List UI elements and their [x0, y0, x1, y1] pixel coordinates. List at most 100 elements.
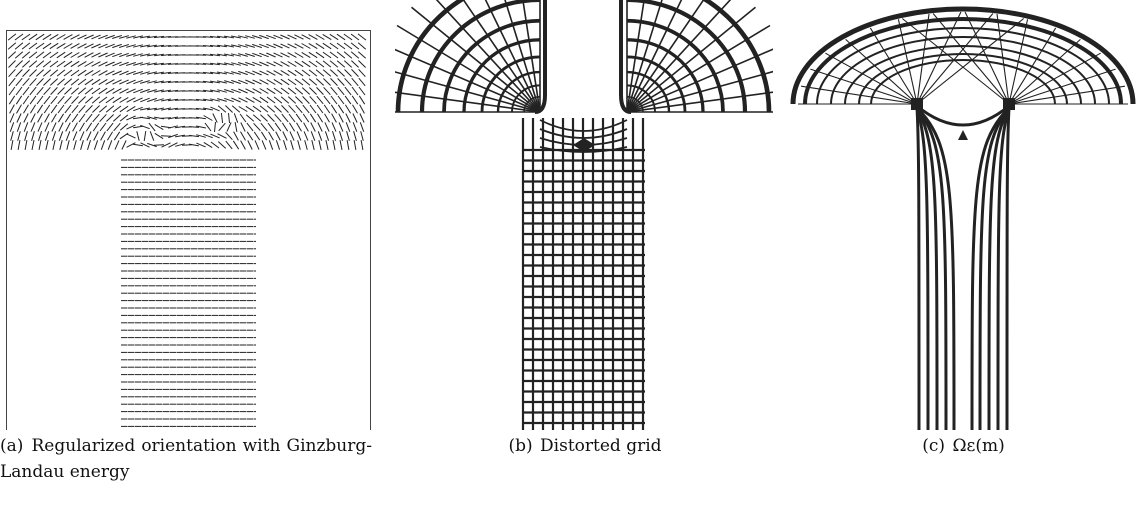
orientation-glyph [28, 33, 38, 41]
cap-ray [916, 11, 962, 105]
orientation-glyph [64, 87, 72, 95]
orientation-glyph [63, 34, 73, 40]
orientation-glyph [280, 69, 290, 77]
orientation-glyph [231, 88, 241, 94]
orientation-glyph [85, 122, 93, 132]
orientation-glyph [147, 89, 157, 93]
grid-arc [462, 38, 541, 113]
orientation-glyph [9, 113, 15, 123]
orientation-glyph [140, 44, 150, 48]
cap-ray [1008, 85, 1125, 105]
orientation-glyph [358, 68, 366, 78]
stem-line [996, 107, 1011, 430]
orientation-glyph [136, 131, 140, 141]
orientation-glyph [168, 116, 178, 120]
cap-arc [803, 17, 1123, 105]
orientation-glyph [139, 62, 151, 66]
orientation-glyph [337, 69, 345, 77]
orientation-glyph [210, 71, 220, 75]
orientation-glyph [245, 70, 255, 76]
orientation-glyph [98, 34, 108, 40]
caption-c-text: Ωε(m) [952, 436, 1005, 456]
orientation-glyph [84, 43, 94, 49]
orientation-glyph [296, 122, 302, 132]
orientation-glyph [188, 134, 200, 138]
orientation-glyph [21, 60, 31, 68]
orientation-glyph [126, 124, 136, 130]
orientation-glyph [174, 125, 186, 129]
orientation-glyph [238, 44, 248, 48]
orientation-glyph [224, 71, 234, 75]
grid-ray [626, 6, 757, 113]
orientation-glyph [260, 131, 268, 141]
orientation-glyph [154, 80, 164, 84]
orientation-glyph [237, 35, 249, 39]
orientation-glyph [317, 122, 323, 132]
orientation-glyph [43, 104, 51, 114]
orientation-glyph [98, 105, 108, 113]
orientation-glyph [133, 62, 143, 66]
orientation-glyph [195, 107, 207, 111]
grid-ray [626, 91, 773, 113]
orientation-glyph [36, 104, 44, 114]
orientation-glyph [36, 78, 44, 86]
orientation-glyph [266, 52, 276, 58]
orientation-glyph [119, 123, 129, 131]
orientation-glyph [259, 34, 269, 40]
orientation-glyph [203, 89, 213, 93]
orientation-glyph [273, 78, 283, 86]
orientation-glyph [78, 104, 86, 114]
orientation-glyph [266, 70, 276, 76]
orientation-glyph [203, 115, 213, 121]
orientation-glyph [231, 35, 241, 39]
orientation-glyph [44, 122, 50, 132]
orientation-glyph [105, 79, 115, 85]
orientation-glyph [352, 122, 358, 132]
orientation-glyph [295, 104, 303, 114]
orientation-glyph [154, 71, 164, 75]
grid-ray [435, 0, 541, 113]
orientation-glyph [322, 51, 332, 59]
orientation-glyph [224, 53, 234, 57]
orientation-glyph [58, 122, 64, 132]
orientation-glyph [147, 107, 157, 111]
orientation-glyph [50, 104, 58, 114]
orientation-glyph [259, 88, 269, 94]
orientation-glyph [273, 43, 283, 49]
orientation-glyph [344, 104, 352, 114]
orientation-glyph [140, 80, 150, 84]
caption-c-label: (c) [922, 436, 946, 456]
orientation-glyph [56, 69, 66, 77]
orientation-glyph [43, 78, 51, 86]
orientation-glyph [344, 77, 352, 87]
orientation-glyph [112, 79, 122, 85]
orientation-glyph [308, 34, 318, 40]
orientation-glyph [91, 87, 101, 95]
grid-arc [395, 0, 466, 113]
orientation-glyph [168, 142, 178, 148]
orientation-glyph [259, 96, 269, 104]
grid-arc [626, 70, 671, 113]
orientation-glyph [17, 140, 21, 150]
orientation-glyph [195, 63, 207, 65]
orientation-glyph [217, 53, 227, 57]
orientation-glyph [196, 134, 206, 138]
orientation-glyph [324, 131, 330, 141]
cap-ray [845, 38, 918, 105]
orientation-glyph [188, 126, 200, 128]
orientation-glyph [58, 131, 64, 141]
omega-domain-plot [790, 6, 1136, 430]
orientation-glyph [84, 78, 94, 86]
orientation-glyph [119, 79, 129, 85]
orientation-glyph [43, 86, 51, 96]
orientation-glyph [91, 70, 101, 76]
orientation-glyph [77, 52, 87, 58]
orientation-glyph [360, 140, 364, 150]
orientation-glyph [160, 135, 172, 137]
orientation-glyph [77, 69, 87, 77]
orientation-glyph [35, 69, 45, 77]
orientation-glyph [21, 42, 31, 50]
orientation-glyph [8, 95, 16, 105]
orientation-glyph [84, 96, 94, 104]
defect-point [911, 98, 923, 110]
